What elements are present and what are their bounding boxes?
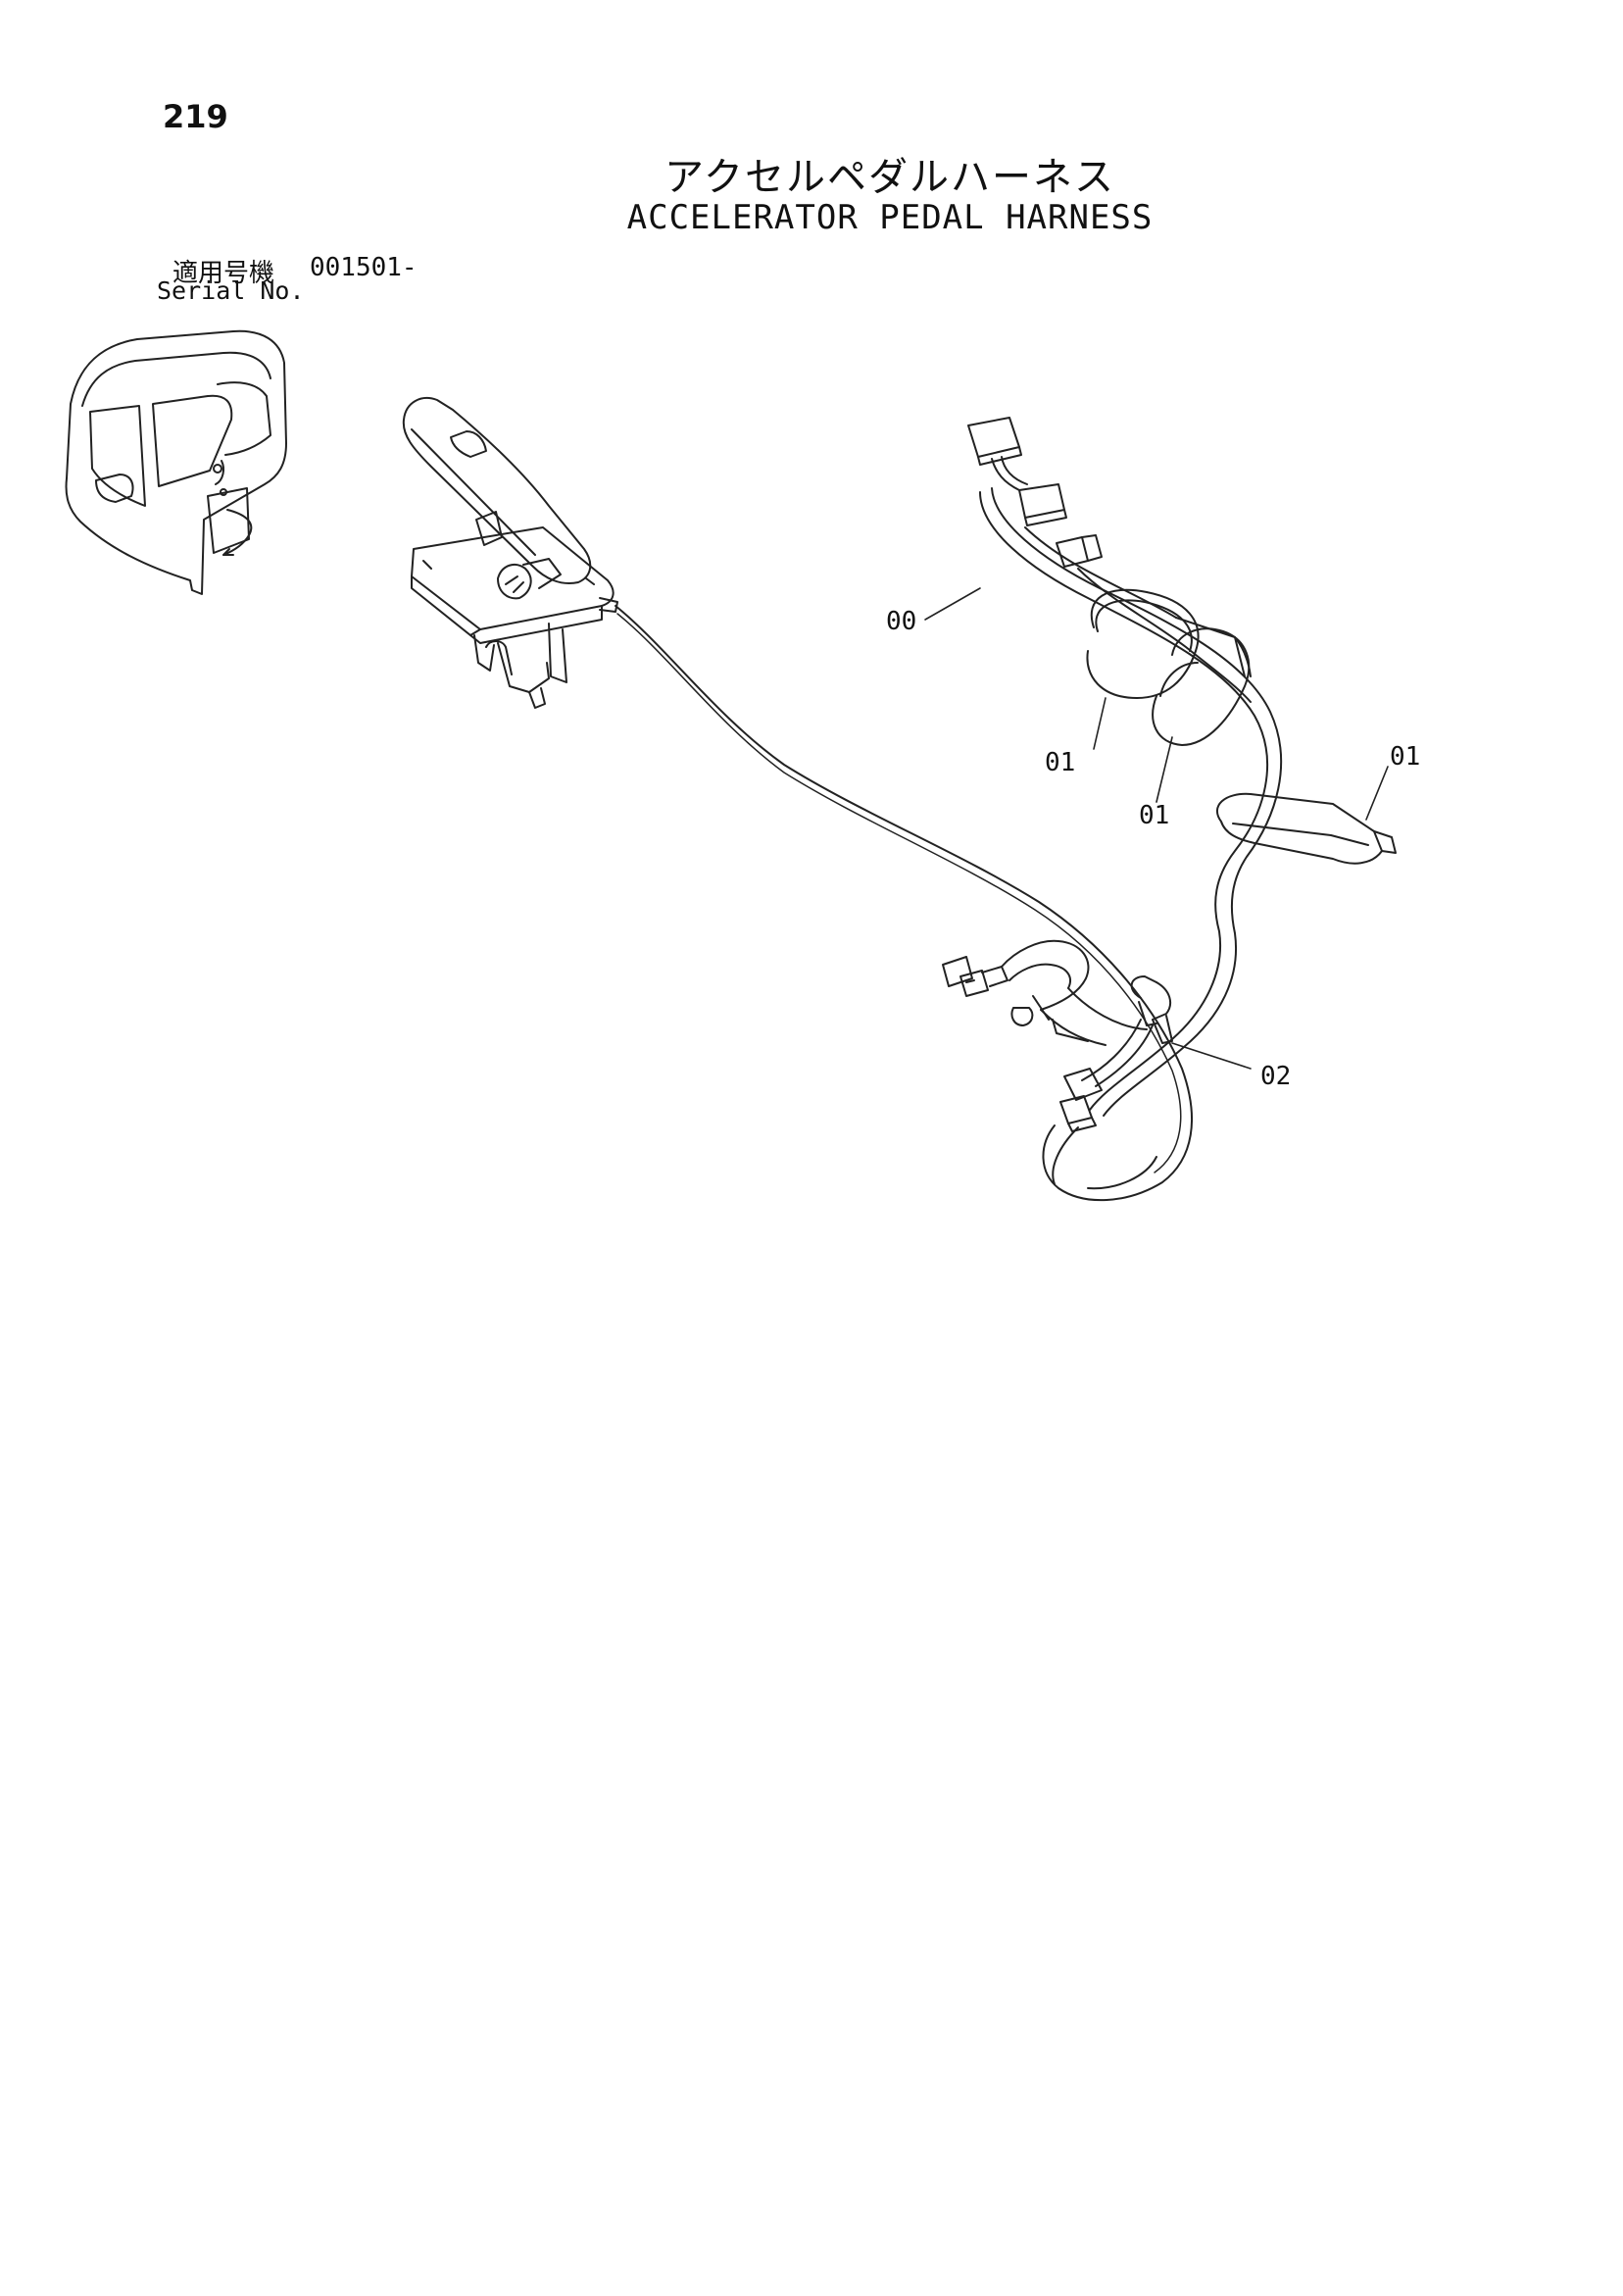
page-number: 219 [163,98,228,135]
accelerator-pedal-assembly [402,397,618,709]
callout-02: 02 [1260,1062,1291,1091]
cab-location-icon [65,329,287,595]
lower-connectors [942,939,1148,1046]
title-english: ACCELERATOR PEDAL HARNESS [626,198,1154,237]
serial-label-english: Serial No. [157,276,305,305]
cable-tie-01 [1086,588,1397,865]
serial-label-japanese: 適用号機 [172,259,275,288]
serial-number-value: 001501- [310,253,418,282]
title-japanese: アクセルペダルハーネス [664,155,1115,200]
main-harness-bundle [979,487,1283,1117]
callout-00: 00 [886,607,916,636]
clip-02 [1130,975,1173,1044]
leader-lines [924,587,1389,1070]
lower-harness-branch [1052,1019,1157,1190]
callout-01-b: 01 [1139,801,1169,830]
harness-connectors [967,417,1103,568]
callout-01-c: 01 [1390,742,1420,772]
pedal-cable [615,605,1193,1202]
callout-01-a: 01 [1045,748,1075,777]
